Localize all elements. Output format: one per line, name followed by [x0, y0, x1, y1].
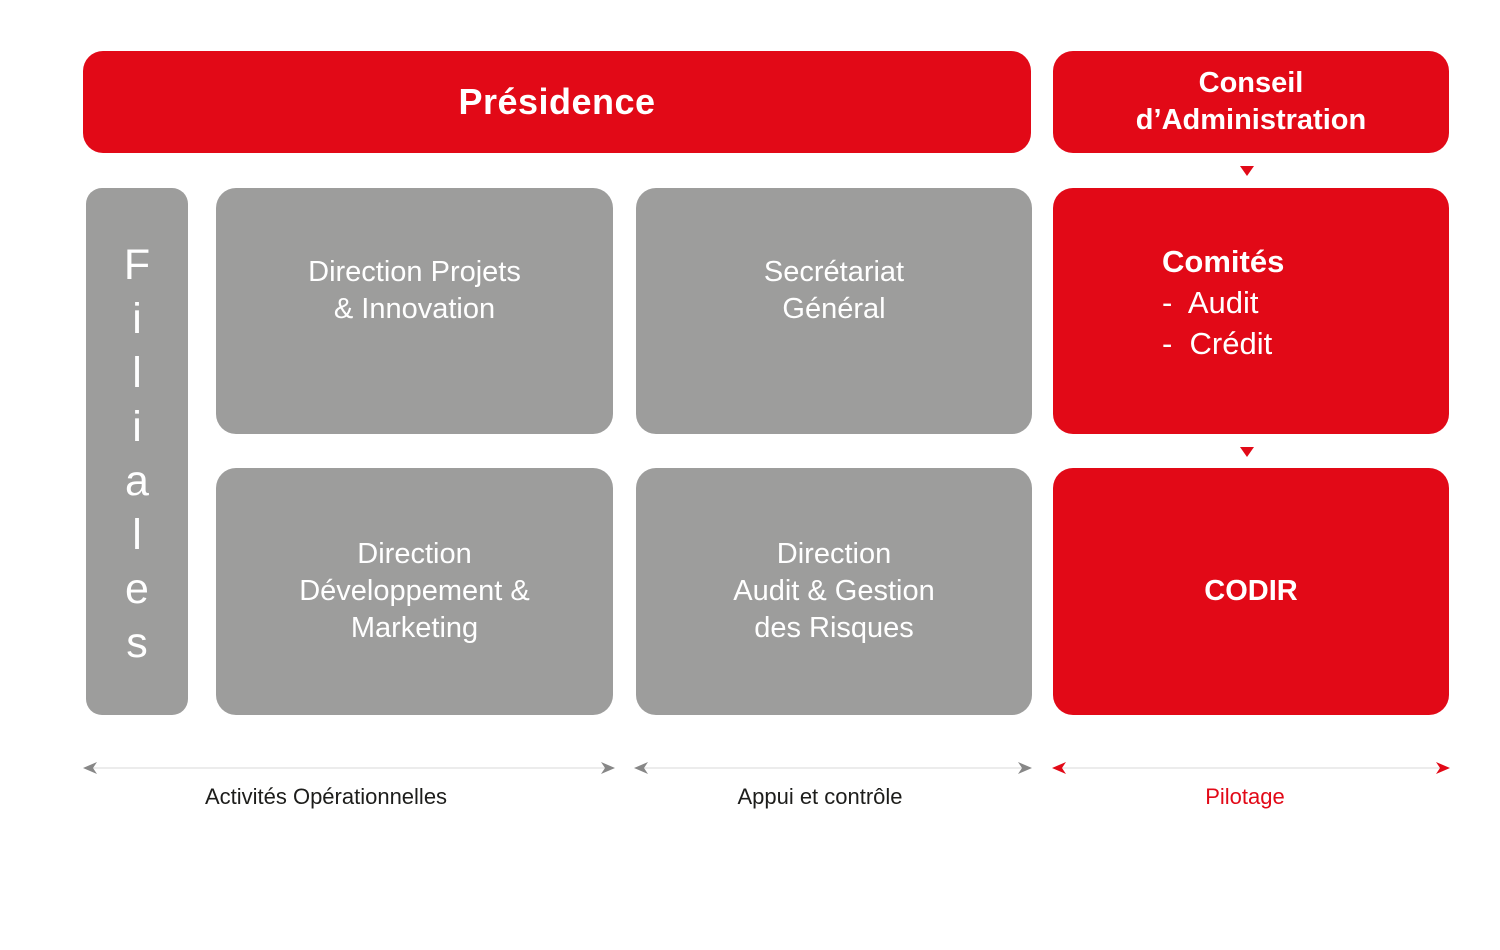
conseil-label-line1: Conseil [1198, 67, 1304, 99]
direction-dev-line1: Direction [357, 538, 472, 570]
presidence-box: Présidence [83, 51, 1031, 153]
conseil-administration-box: Conseil d’Administration [1053, 51, 1449, 153]
label-activites-operationnelles: Activités Opérationnelles [204, 784, 448, 809]
arrow-down-icon [1240, 447, 1254, 457]
filiales-letter: i [132, 403, 142, 451]
secretariat-line2: Général [782, 293, 886, 325]
direction-dev-line3: Marketing [350, 612, 479, 644]
direction-audit-line2: Audit & Gestion [733, 575, 935, 607]
codir-box: CODIR [1053, 468, 1449, 715]
filiales-letter: i [132, 295, 142, 343]
arrow-down-icon [1240, 166, 1254, 176]
filiales-letter: e [125, 565, 149, 613]
direction-projets-line2: & Innovation [333, 293, 496, 325]
comites-box: Comités - Audit - Crédit [1053, 188, 1449, 434]
direction-projets-box: Direction Projets & Innovation [216, 188, 613, 434]
filiales-letter: a [125, 457, 149, 505]
direction-audit-line3: des Risques [754, 612, 914, 644]
codir-label: CODIR [1204, 575, 1298, 607]
direction-projets-line1: Direction Projets [308, 256, 521, 288]
filiales-letter: l [132, 511, 142, 559]
secretariat-general-box: Secrétariat Général [636, 188, 1032, 434]
label-pilotage: Pilotage [1205, 784, 1285, 809]
direction-developpement-box: Direction Développement & Marketing [216, 468, 613, 715]
secretariat-line1: Secrétariat [763, 256, 905, 288]
comite-item-credit: - Crédit [1162, 326, 1273, 361]
direction-audit-box: Direction Audit & Gestion des Risques [636, 468, 1032, 715]
direction-dev-line2: Développement & [299, 575, 530, 607]
filiales-letter: s [126, 619, 148, 667]
comite-item-audit: - Audit [1162, 285, 1259, 320]
comites-title: Comités [1162, 244, 1285, 279]
conseil-label-line2: d’Administration [1135, 104, 1367, 136]
filiales-box: F i l i a l e s [86, 188, 188, 715]
direction-audit-line1: Direction [776, 538, 892, 570]
filiales-letter: F [123, 241, 151, 289]
presidence-label: Présidence [458, 81, 656, 122]
range-appui-arrow [634, 760, 1032, 776]
label-appui-controle: Appui et contrôle [737, 784, 903, 809]
range-pilotage-arrow [1052, 760, 1450, 776]
filiales-letter: l [132, 349, 142, 397]
filiales-label: F i l i a l e s [124, 238, 150, 670]
range-activites-arrow [83, 760, 615, 776]
